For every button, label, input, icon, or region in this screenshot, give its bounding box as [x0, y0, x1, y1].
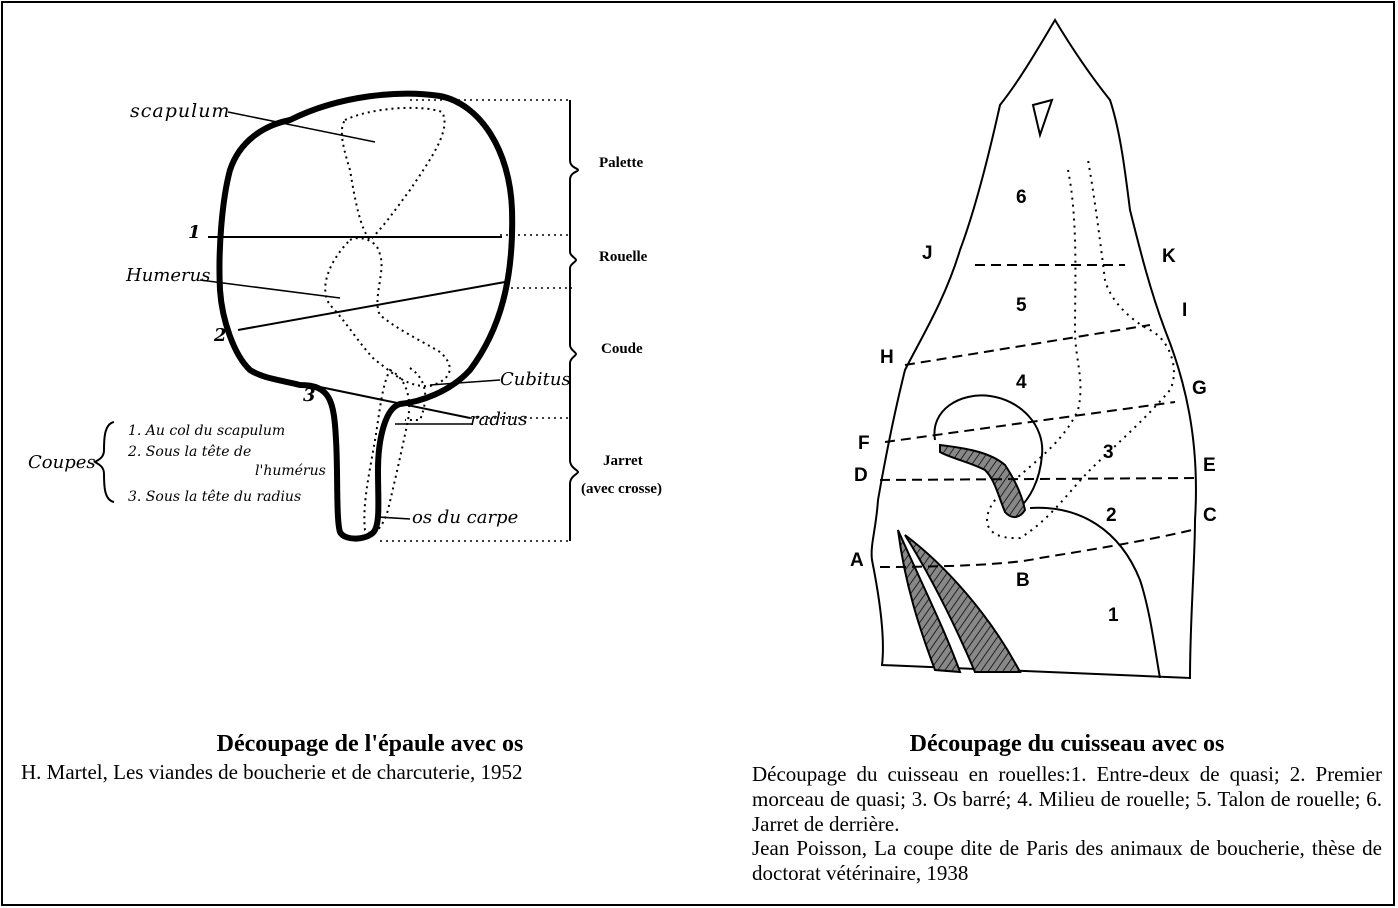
sections-bracket: [570, 100, 578, 541]
right-caption-title: Découpage du cuisseau avec os: [752, 731, 1382, 758]
coupe-item-2b: l'humérus: [255, 463, 326, 479]
letter-d: D: [854, 465, 868, 487]
cut-line-2: [238, 282, 505, 330]
section-coude: Coude: [601, 341, 643, 358]
rouelle-number-3: 3: [1103, 442, 1114, 464]
cut-line-3: [320, 387, 470, 418]
carpe-leader: [378, 517, 410, 519]
rouelle-number-6: 6: [1016, 187, 1027, 209]
right-caption-description: Découpage du cuisseau en rouelles:1. Ent…: [752, 762, 1382, 837]
coupe-item-2: 2. Sous la tête de: [128, 444, 251, 460]
rouelle-number-4: 4: [1016, 372, 1027, 394]
left-caption-title: Découpage de l'épaule avec os: [20, 731, 720, 758]
label-radius: radius: [470, 409, 527, 430]
small-triangle: [1033, 100, 1052, 135]
label-humerus: Humerus: [126, 265, 210, 286]
coupe-item-1: 1. Au col du scapulum: [128, 423, 285, 439]
letter-a: A: [850, 550, 864, 572]
coupe-item-3: 3. Sous la tête du radius: [128, 489, 301, 505]
label-os-du-carpe: os du carpe: [412, 507, 518, 528]
letter-e: E: [1203, 455, 1216, 477]
letter-g: G: [1192, 378, 1207, 400]
hatched-bone: [940, 445, 1025, 517]
scapula-dotted: [342, 108, 445, 240]
section-jarret: Jarret: [603, 453, 643, 470]
cut-number-3: 3: [303, 385, 316, 406]
cut-number-1: 1: [188, 222, 201, 243]
rouelle-number-5: 5: [1016, 295, 1027, 317]
shoulder-diagram: [95, 94, 578, 541]
leg-cut-lines: [880, 265, 1195, 567]
label-cubitus: Cubitus: [500, 369, 571, 390]
cubitus-leader: [430, 380, 500, 385]
inner-curve: [1030, 508, 1160, 678]
letter-c: C: [1203, 505, 1217, 527]
left-caption-source: H. Martel, Les viandes de boucherie et d…: [21, 760, 721, 785]
coupes-title: Coupes: [28, 452, 96, 473]
letter-i: I: [1182, 300, 1187, 322]
section-rouelle: Rouelle: [599, 249, 647, 266]
rouelle-number-1: 1: [1108, 605, 1119, 627]
letter-j: J: [922, 243, 933, 265]
leg-diagram: [872, 20, 1196, 678]
section-palette: Palette: [599, 155, 643, 172]
cut-number-2: 2: [214, 325, 227, 346]
letter-h: H: [880, 347, 894, 369]
humerus-dotted: [325, 238, 450, 386]
letter-b: B: [1016, 570, 1030, 592]
section-dotted-lines: [380, 100, 572, 541]
right-caption-source: Jean Poisson, La coupe dite de Paris des…: [752, 836, 1382, 886]
section-avec-crosse: (avec crosse): [581, 481, 662, 498]
label-scapulum: scapulum: [130, 100, 230, 122]
coupes-brace: [95, 422, 114, 502]
letter-k: K: [1162, 246, 1176, 268]
letter-f: F: [858, 433, 870, 455]
rouelle-number-2: 2: [1106, 505, 1117, 527]
